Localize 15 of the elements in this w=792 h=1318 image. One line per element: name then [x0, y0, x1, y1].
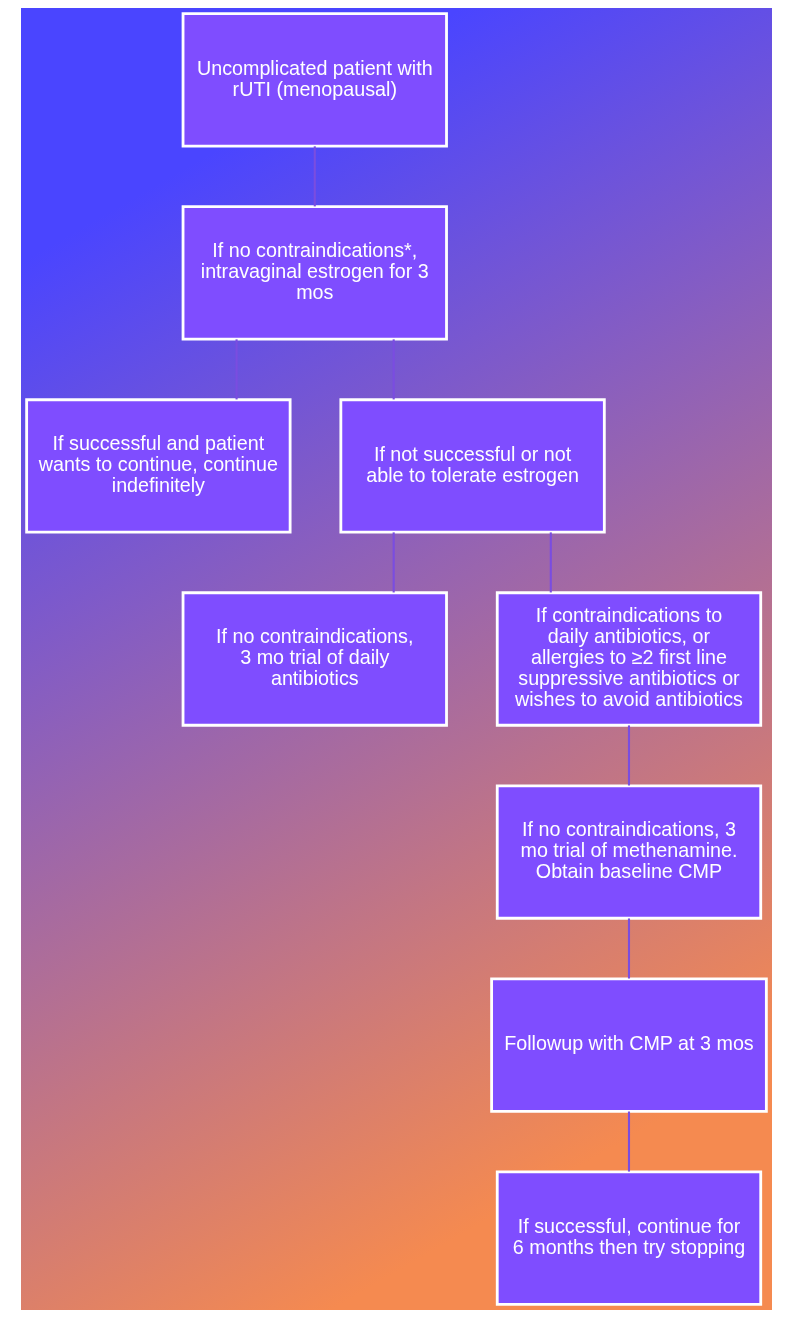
- connector: [313, 146, 316, 207]
- node-box: If no contraindications, 3 mo trial of daily antibiotics: [181, 591, 448, 727]
- node-box: Uncomplicated patient with rUTI (menopausal): [181, 12, 448, 148]
- connector: [627, 918, 630, 979]
- node-box: If successful and patient wants to continue, continue indefinitely: [24, 398, 292, 534]
- node-box: If contraindications to daily antibiotics, or allergies to ≥2 first line suppressive antibiotics or wishes to avoid antibiotics: [495, 591, 762, 727]
- node-box: If no contraindications, 3 mo trial of methenamine. Obtain baseline CMP: [495, 784, 762, 920]
- node-box: If not successful or not able to tolerate estrogen: [338, 398, 606, 534]
- connector: [549, 532, 552, 593]
- connector: [392, 532, 395, 593]
- node-box: Followup with CMP at 3 mos: [489, 977, 768, 1113]
- node-box: If no contraindications*, intravaginal estrogen for 3 mos: [181, 205, 448, 341]
- node-box: If successful, continue for 6 months then try stopping: [495, 1170, 762, 1306]
- connector: [627, 725, 630, 786]
- connector: [627, 1111, 630, 1172]
